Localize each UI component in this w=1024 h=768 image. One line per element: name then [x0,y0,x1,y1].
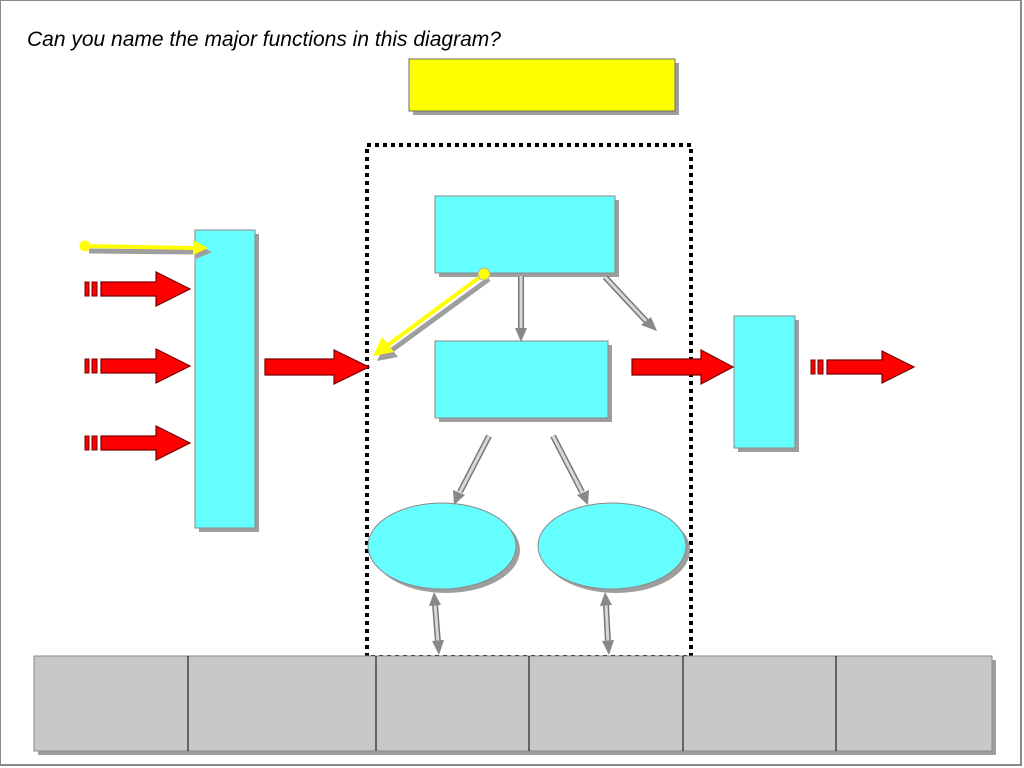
grey-arrow-control-to-main [515,276,527,342]
control-process-box [434,195,619,277]
input-stage-box [194,229,259,532]
flow-arrow-into-subsystem [264,349,371,385]
grey-arrow-right-store-bidirectional [600,592,614,655]
input-arrow-1 [84,271,192,307]
right-store-ellipse [537,502,690,593]
feedback-arrow-input [79,240,212,259]
output-stage-box [733,315,799,452]
main-process-box [434,340,612,422]
bottom-segment-bar [33,655,996,755]
grey-arrow-main-to-right-store [550,434,589,505]
left-store-ellipse [367,502,520,593]
grey-arrow-left-store-bidirectional [429,592,444,655]
feedback-arrow-control [373,267,491,361]
grey-arrow-main-to-left-store [453,434,492,505]
slide-question: Can you name the major functions in this… [27,28,501,51]
flow-arrow-to-output [631,349,735,385]
subsystem-boundary [365,143,693,659]
title-placeholder-box [408,58,679,115]
grey-arrow-control-outward [602,274,657,331]
input-arrow-3 [84,425,192,461]
final-output-arrow [810,350,916,384]
input-arrow-2 [84,348,192,384]
